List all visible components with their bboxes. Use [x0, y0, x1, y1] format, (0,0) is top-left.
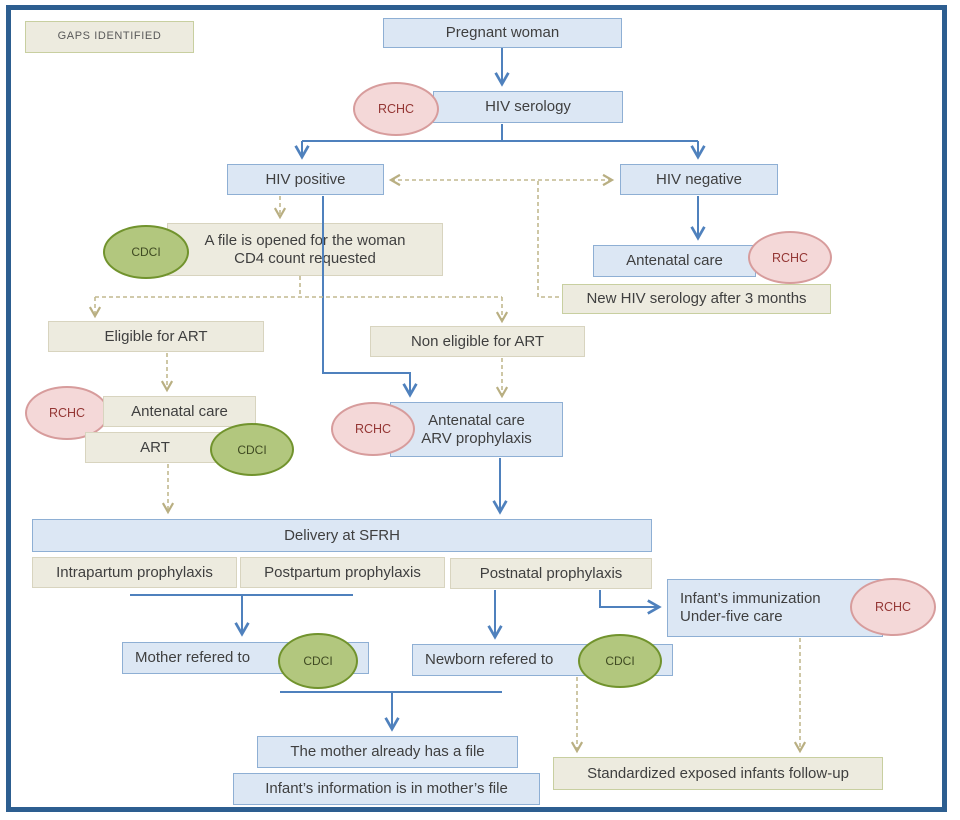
- node-non-eligible-art: Non eligible for ART: [370, 326, 585, 357]
- node-mother-refered-label: Mother refered to: [135, 649, 251, 666]
- node-file-opened-line1: A file is opened for the woman: [204, 231, 406, 249]
- badge-rchc-anc-arv: RCHC: [331, 402, 415, 456]
- badge-cdci-art: CDCI: [210, 423, 294, 476]
- node-non-eligible-art-label: Non eligible for ART: [410, 332, 545, 350]
- node-anc-arv-line1: Antenatal care: [428, 411, 525, 429]
- node-standardized-followup-label: Standardized exposed infants follow-up: [587, 764, 849, 782]
- node-infant-info: Infant’s information is in mother’s file: [233, 773, 540, 805]
- node-file-opened: A file is opened for the woman CD4 count…: [167, 223, 443, 276]
- node-hiv-serology-label: HIV serology: [485, 98, 571, 115]
- badge-cdci-art-label: CDCI: [237, 442, 267, 457]
- node-infant-info-label: Infant’s information is in mother’s file: [265, 780, 508, 797]
- node-intrapartum-prophylaxis: Intrapartum prophylaxis: [32, 557, 237, 588]
- badge-rchc-antenatal-art: RCHC: [25, 386, 109, 440]
- badge-cdci-newborn-label: CDCI: [605, 654, 635, 668]
- badge-cdci-mother: CDCI: [278, 633, 358, 689]
- node-infant-immunization: Infant’s immunization Under-five care: [667, 579, 883, 637]
- node-infant-imm-line1: Infant’s immunization: [680, 590, 821, 607]
- node-new-serology: New HIV serology after 3 months: [562, 284, 831, 314]
- node-hiv-negative: HIV negative: [620, 164, 778, 195]
- node-antenatal-care-art: Antenatal care: [103, 396, 256, 427]
- node-antenatal-care-negative: Antenatal care: [593, 245, 756, 277]
- node-hiv-positive: HIV positive: [227, 164, 384, 195]
- badge-rchc-infant-immunization: RCHC: [850, 578, 936, 636]
- badge-rchc-anc-arv-label: RCHC: [354, 422, 392, 436]
- node-anc-arv-line2: ARV prophylaxis: [421, 429, 532, 447]
- node-postpartum-label: Postpartum prophylaxis: [264, 563, 421, 581]
- node-infant-imm-line2: Under-five care: [680, 608, 783, 625]
- node-eligible-art-label: Eligible for ART: [104, 327, 208, 345]
- badge-cdci-newborn: CDCI: [578, 634, 662, 688]
- node-postpartum-prophylaxis: Postpartum prophylaxis: [240, 557, 445, 588]
- node-hiv-positive-label: HIV positive: [265, 170, 346, 188]
- node-delivery-sfrh-label: Delivery at SFRH: [284, 526, 400, 544]
- node-postnatal-prophylaxis: Postnatal prophylaxis: [450, 558, 652, 589]
- badge-cdci-file-opened-label: CDCI: [131, 245, 161, 259]
- node-delivery-sfrh: Delivery at SFRH: [32, 519, 652, 552]
- badge-rchc-infant-immunization-label: RCHC: [874, 600, 912, 614]
- node-anc-arv-prophylaxis: Antenatal care ARV prophylaxis: [390, 402, 563, 457]
- badge-rchc-antenatal-negative: RCHC: [748, 231, 832, 284]
- node-pregnant-woman: Pregnant woman: [383, 18, 622, 48]
- node-intrapartum-label: Intrapartum prophylaxis: [56, 563, 213, 581]
- gaps-identified-legend: GAPS IDENTIFIED: [25, 21, 194, 53]
- node-pregnant-woman-label: Pregnant woman: [445, 24, 560, 41]
- node-newborn-refered-label: Newborn refered to: [425, 651, 554, 668]
- badge-cdci-mother-label: CDCI: [303, 654, 333, 668]
- node-new-serology-label: New HIV serology after 3 months: [586, 290, 807, 307]
- node-hiv-negative-label: HIV negative: [656, 170, 742, 188]
- badge-rchc-antenatal-negative-label: RCHC: [771, 250, 809, 265]
- node-postnatal-label: Postnatal prophylaxis: [479, 564, 623, 582]
- badge-cdci-file-opened: CDCI: [103, 225, 189, 279]
- diagram-border: [6, 5, 947, 812]
- badge-rchc-serology: RCHC: [353, 82, 439, 136]
- node-antenatal-care-art-label: Antenatal care: [131, 402, 228, 420]
- node-eligible-art: Eligible for ART: [48, 321, 264, 352]
- node-standardized-followup: Standardized exposed infants follow-up: [553, 757, 883, 790]
- badge-rchc-antenatal-art-label: RCHC: [48, 406, 86, 420]
- node-art-label: ART: [140, 438, 170, 456]
- node-antenatal-care-negative-label: Antenatal care: [626, 252, 723, 269]
- node-hiv-serology: HIV serology: [433, 91, 623, 123]
- node-art: ART: [85, 432, 225, 463]
- badge-rchc-serology-label: RCHC: [377, 102, 415, 116]
- gaps-identified-label: GAPS IDENTIFIED: [57, 30, 162, 43]
- node-mother-has-file-label: The mother already has a file: [290, 743, 485, 760]
- node-mother-has-file: The mother already has a file: [257, 736, 518, 768]
- node-file-opened-line2: CD4 count requested: [234, 249, 376, 267]
